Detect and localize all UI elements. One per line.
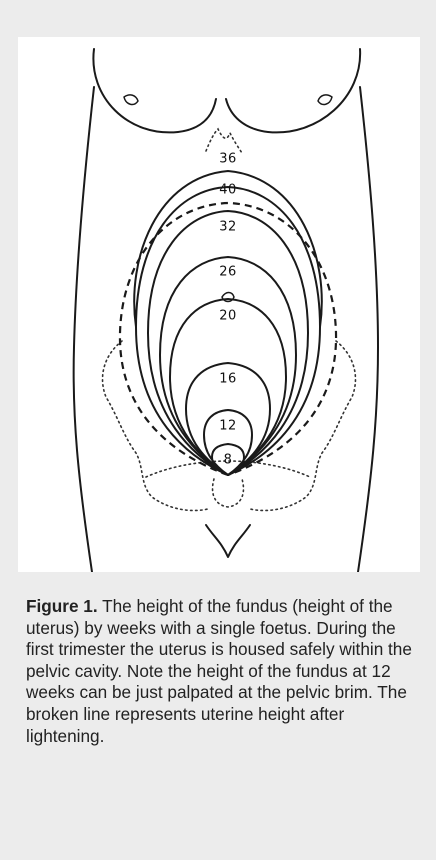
left-pelvic-bone-outline	[103, 341, 208, 511]
right-breast-outline	[226, 49, 360, 132]
week-label-40: 40	[219, 183, 237, 198]
right-body-contour	[358, 87, 378, 572]
left-breast-outline	[93, 49, 216, 132]
xiphoid-outline	[206, 129, 242, 153]
week-label-16: 16	[219, 372, 237, 387]
figure-caption: Figure 1. The height of the fundus (heig…	[26, 596, 420, 747]
left-body-contour	[74, 87, 94, 572]
right-nipple	[318, 95, 332, 105]
fundal-height-diagram: 36 40 32 26 20 16 12 8	[18, 37, 420, 572]
week-label-36: 36	[219, 152, 237, 167]
umbilicus-mark	[222, 293, 234, 302]
week-label-8: 8	[224, 453, 233, 468]
right-pelvic-bone-outline	[250, 341, 355, 511]
week-label-32: 32	[219, 220, 237, 235]
week-label-12: 12	[219, 419, 237, 434]
left-nipple	[124, 95, 138, 105]
caption-label: Figure 1.	[26, 596, 98, 616]
week-label-20: 20	[219, 309, 237, 324]
torso-illustration: 36 40 32 26 20 16 12 8	[18, 37, 420, 572]
lower-contour	[206, 525, 250, 557]
pubic-symphysis-outline	[213, 479, 244, 507]
caption-text: The height of the fundus (height of the …	[26, 596, 412, 746]
week-label-26: 26	[219, 265, 237, 280]
